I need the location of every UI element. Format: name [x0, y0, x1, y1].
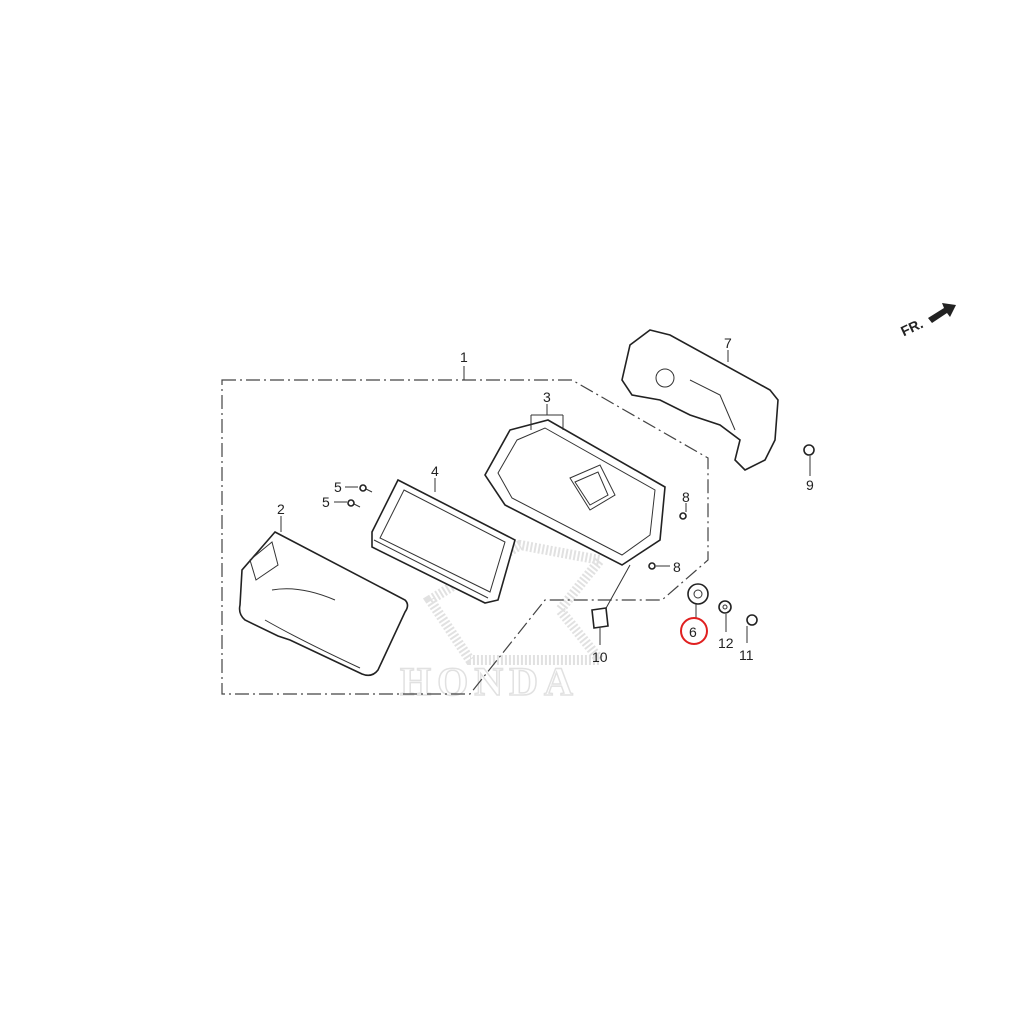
callout-7: 7 — [724, 335, 732, 351]
callout-11: 11 — [739, 647, 754, 663]
callout-10: 10 — [592, 649, 608, 665]
callout-4: 4 — [431, 463, 439, 479]
part-12-washer — [718, 600, 732, 632]
callout-highlight-ring — [680, 617, 708, 645]
callout-5: 5 — [322, 494, 330, 510]
assembly-boundary — [221, 379, 709, 695]
callout-8: 8 — [682, 489, 690, 505]
part-11-screw — [746, 614, 758, 643]
callout-6: 6 — [689, 624, 697, 640]
part-3-meter-case — [484, 419, 666, 566]
part-2-lens-cover — [238, 530, 409, 677]
part-4-display-unit — [371, 478, 516, 604]
part-10-clip — [591, 607, 609, 645]
callout-1: 1 — [460, 349, 468, 365]
part-5-screws — [334, 484, 373, 508]
front-direction-label: FR. — [898, 315, 925, 339]
svg-text:HONDA: HONDA — [400, 659, 579, 704]
callout-5: 5 — [334, 479, 342, 495]
part-8-screws — [648, 503, 687, 570]
callout-9: 9 — [806, 477, 814, 493]
part-7-visor — [621, 329, 779, 471]
part-6-grommet — [687, 583, 709, 618]
callout-3: 3 — [543, 389, 551, 405]
callout-8: 8 — [673, 559, 681, 575]
honda-watermark-logo: HONDA — [399, 539, 611, 705]
callout-2: 2 — [277, 501, 285, 517]
front-direction-arrow-icon — [928, 303, 956, 323]
callout-12: 12 — [718, 635, 734, 651]
part-9-bolt — [803, 444, 815, 476]
